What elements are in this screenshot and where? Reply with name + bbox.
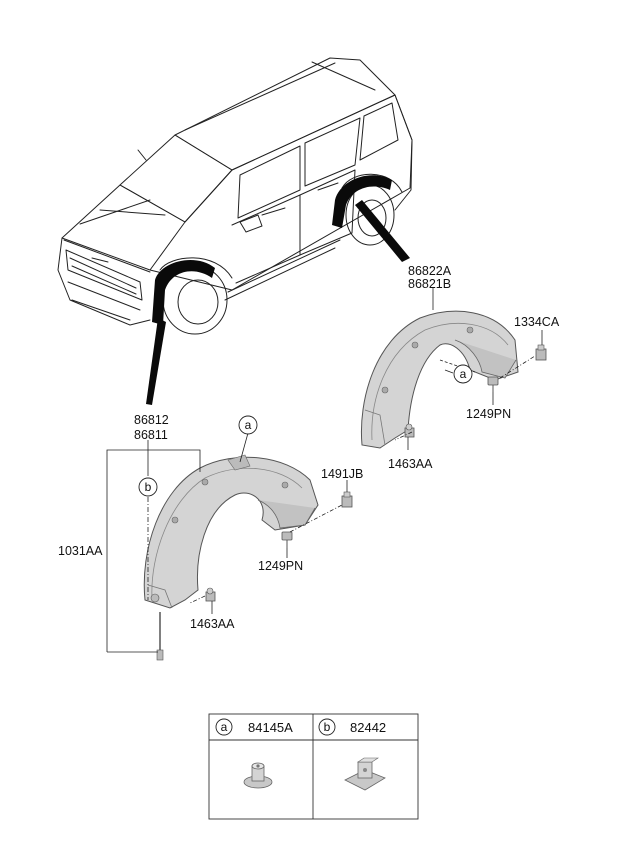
front-screw-part <box>281 531 293 548</box>
vehicle-rear-liner-highlight <box>332 175 392 228</box>
legend-b-part-number: 82442 <box>350 720 386 735</box>
vehicle-front-liner-highlight <box>152 259 215 325</box>
label-86812: 86812 <box>134 413 169 427</box>
label-86821B: 86821B <box>408 277 451 291</box>
part-labels: 86822A 86821B 1334CA 1249PN 1463AA 86812… <box>58 264 560 631</box>
vehicle-outline <box>57 57 413 335</box>
label-1491JB: 1491JB <box>321 467 363 481</box>
label-1249PN-rear: 1249PN <box>466 407 511 421</box>
label-1463AA-rear: 1463AA <box>388 457 433 471</box>
leader-ribbons <box>146 200 410 405</box>
legend-a-letter: a <box>221 720 228 734</box>
front-wheel-liner <box>143 454 319 609</box>
front-liner-leader <box>146 318 166 405</box>
label-1031AA: 1031AA <box>58 544 103 558</box>
rear-liner-leader <box>355 200 410 262</box>
label-86811: 86811 <box>134 428 168 442</box>
legend-col-b-header: b 82442 <box>318 718 386 736</box>
callout-a-rear: a <box>453 364 473 384</box>
legend-b-clip-illustration <box>344 757 386 791</box>
rear-screw-part <box>487 376 499 392</box>
callout-a-front-label: a <box>245 418 252 432</box>
legend-a-nut-illustration <box>243 762 273 789</box>
front-fastener-pin <box>156 612 164 661</box>
callout-b-front-label: b <box>145 480 152 494</box>
rear-bolt-clip-part <box>535 344 547 361</box>
callout-a-front: a <box>238 415 258 435</box>
front-lead-lines <box>106 432 348 653</box>
rear-wheel-liner <box>360 310 519 449</box>
legend-a-part-number: 84145A <box>248 720 293 735</box>
legend-table: a 84145A b 82442 <box>208 713 419 820</box>
legend-col-a-header: a 84145A <box>215 718 293 736</box>
label-1463AA-front: 1463AA <box>190 617 235 631</box>
front-clip-part <box>205 587 216 602</box>
front-nut-part <box>341 491 353 508</box>
rear-clip-part <box>404 423 415 438</box>
callout-a-rear-label: a <box>460 367 467 381</box>
legend-b-letter: b <box>324 720 331 734</box>
label-86822A: 86822A <box>408 264 452 278</box>
callout-b-front: b <box>138 477 158 497</box>
label-1334CA: 1334CA <box>514 315 560 329</box>
label-1249PN-front: 1249PN <box>258 559 303 573</box>
